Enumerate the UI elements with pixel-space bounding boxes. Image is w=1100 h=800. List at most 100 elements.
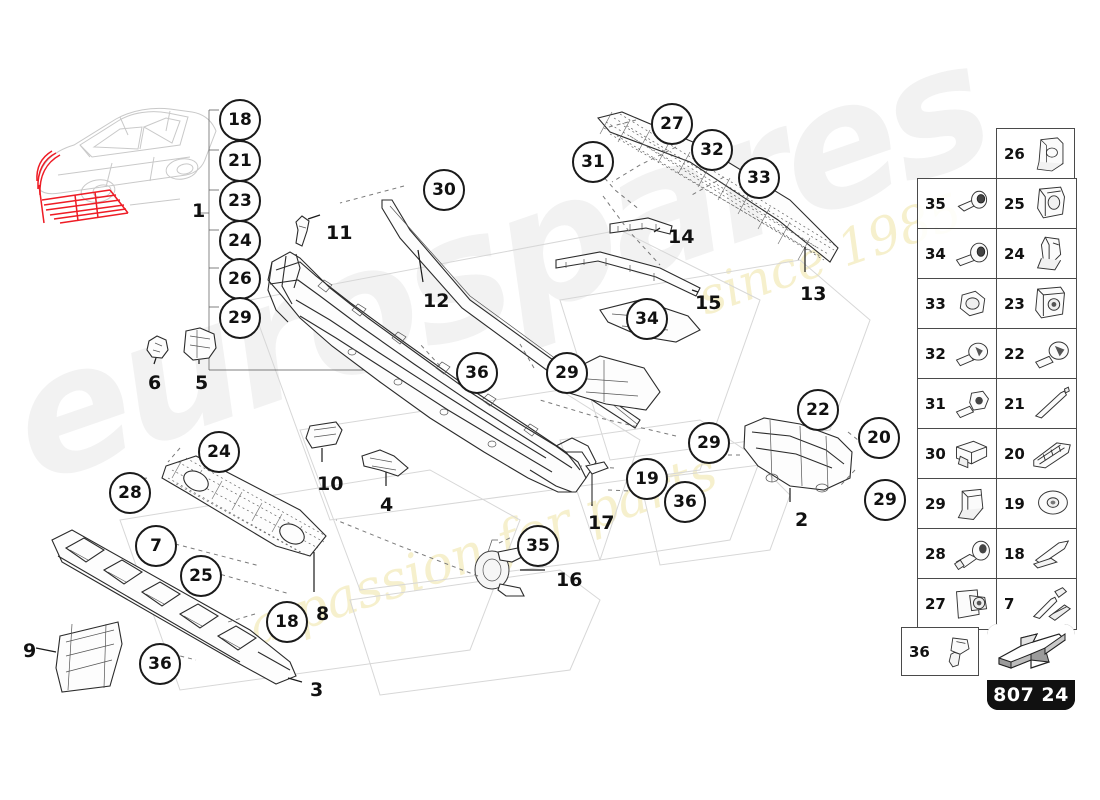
part-label-12: 12	[423, 290, 450, 312]
leader-32	[611, 146, 677, 183]
legend-cell-34[interactable]: 34	[918, 229, 997, 279]
callout-31[interactable]: 31	[572, 141, 614, 183]
callout-19[interactable]: 19	[626, 458, 668, 500]
callout-label: 36	[148, 654, 172, 674]
callout-35[interactable]: 35	[517, 525, 559, 567]
mount-clip-icon	[1028, 229, 1076, 278]
callout-label: 30	[432, 180, 456, 200]
legend-row: 30 20	[918, 429, 1076, 479]
part-label-16: 16	[556, 569, 583, 591]
part-label-15: 15	[695, 292, 722, 314]
callout-18[interactable]: 18	[219, 99, 261, 141]
main-bumper-body	[267, 251, 597, 493]
callout-label: 19	[635, 469, 659, 489]
push-pin-icon	[1028, 329, 1076, 378]
legend-cell-35[interactable]: 35	[918, 179, 997, 229]
vehicle-outline-thumbnail	[36, 107, 217, 224]
callout-34[interactable]: 34	[626, 298, 668, 340]
callout-label: 28	[118, 483, 142, 503]
callout-25[interactable]: 25	[180, 555, 222, 597]
callout-29[interactable]: 29	[688, 422, 730, 464]
callout-26[interactable]: 26	[219, 258, 261, 300]
callout-28[interactable]: 28	[109, 472, 151, 514]
legend-number-30: 30	[925, 444, 946, 463]
legend-cell-36[interactable]: 36	[901, 627, 979, 676]
rivet-pair-icon	[1028, 579, 1076, 629]
legend-cell-30[interactable]: 30	[918, 429, 997, 479]
push-rivet-icon	[949, 329, 996, 378]
part-label-2: 2	[795, 509, 809, 531]
part-label-14: 14	[668, 226, 695, 248]
legend-cell-32[interactable]: 32	[918, 329, 997, 379]
legend-number-27: 27	[925, 595, 946, 613]
callout-24[interactable]: 24	[219, 220, 261, 262]
legend-cell-28[interactable]: 28	[918, 529, 997, 579]
callout-36[interactable]: 36	[456, 352, 498, 394]
leader-20	[847, 431, 859, 441]
part-label-1: 1	[192, 200, 206, 222]
callout-27[interactable]: 27	[651, 103, 693, 145]
legend-cell-29[interactable]: 29	[918, 479, 997, 529]
callout-7[interactable]: 7	[135, 525, 177, 567]
collar-screw-icon	[949, 379, 996, 428]
callout-20[interactable]: 20	[858, 417, 900, 459]
front-bumper-highlight	[36, 150, 129, 224]
legend-cell-23[interactable]: 23	[997, 279, 1076, 329]
part-10-clip	[305, 421, 343, 462]
legend-cell-19[interactable]: 19	[997, 479, 1076, 529]
callout-18[interactable]: 18	[266, 601, 308, 643]
legend-cell-25[interactable]: 25	[997, 179, 1076, 229]
callout-36[interactable]: 36	[664, 481, 706, 523]
callout-29[interactable]: 29	[546, 352, 588, 394]
part-label-10: 10	[317, 473, 344, 495]
legend-cell-26[interactable]: 26	[996, 128, 1075, 178]
part-15-slim-bar	[555, 251, 701, 297]
callout-label: 34	[635, 309, 659, 329]
legend-number-36: 36	[909, 642, 930, 661]
bracket-icon	[949, 429, 996, 478]
part-label-13: 13	[800, 283, 827, 305]
legend-cell-21[interactable]: 21	[997, 379, 1076, 429]
legend-cell-18[interactable]: 18	[997, 529, 1076, 579]
callout-label: 29	[697, 433, 721, 453]
callout-33[interactable]: 33	[738, 157, 780, 199]
legend-cell-31[interactable]: 31	[918, 379, 997, 429]
callout-label: 25	[189, 566, 213, 586]
part-3-lower-valance	[51, 529, 303, 685]
callout-29[interactable]: 29	[864, 479, 906, 521]
callout-label: 26	[228, 269, 252, 289]
leader-16	[335, 519, 479, 577]
legend-cell-22[interactable]: 22	[997, 329, 1076, 379]
part-group-badge[interactable]: 807 24	[987, 624, 1075, 710]
legend-cell-33[interactable]: 33	[918, 279, 997, 329]
callout-36[interactable]: 36	[139, 643, 181, 685]
leader-31b	[602, 195, 661, 266]
legend-cell-7[interactable]: 7	[997, 579, 1076, 629]
part-4-bracket	[361, 449, 409, 486]
legend-cell-27[interactable]: 27	[918, 579, 997, 629]
callout-label: 31	[581, 152, 605, 172]
legend-cell-20[interactable]: 20	[997, 429, 1076, 479]
callout-32[interactable]: 32	[691, 129, 733, 171]
callout-29[interactable]: 29	[219, 297, 261, 339]
callout-22[interactable]: 22	[797, 389, 839, 431]
leader-33	[689, 176, 725, 197]
callout-30[interactable]: 30	[423, 169, 465, 211]
legend-number-35: 35	[925, 194, 946, 213]
part-6-clip	[146, 335, 169, 365]
callout-23[interactable]: 23	[219, 180, 261, 222]
legend-row: 34 24	[918, 229, 1076, 279]
callout-24[interactable]: 24	[198, 431, 240, 473]
hex-nut-icon	[949, 279, 996, 328]
legend-number-34: 34	[925, 244, 946, 263]
callout-21[interactable]: 21	[219, 140, 261, 182]
stud-bolt-icon	[949, 529, 996, 578]
legend-number-26: 26	[1004, 144, 1025, 163]
legend-cell-24[interactable]: 24	[997, 229, 1076, 279]
callout-label: 22	[806, 400, 830, 420]
callout-label: 29	[228, 308, 252, 328]
part-label-4: 4	[380, 494, 394, 516]
callout-label: 24	[228, 231, 252, 251]
